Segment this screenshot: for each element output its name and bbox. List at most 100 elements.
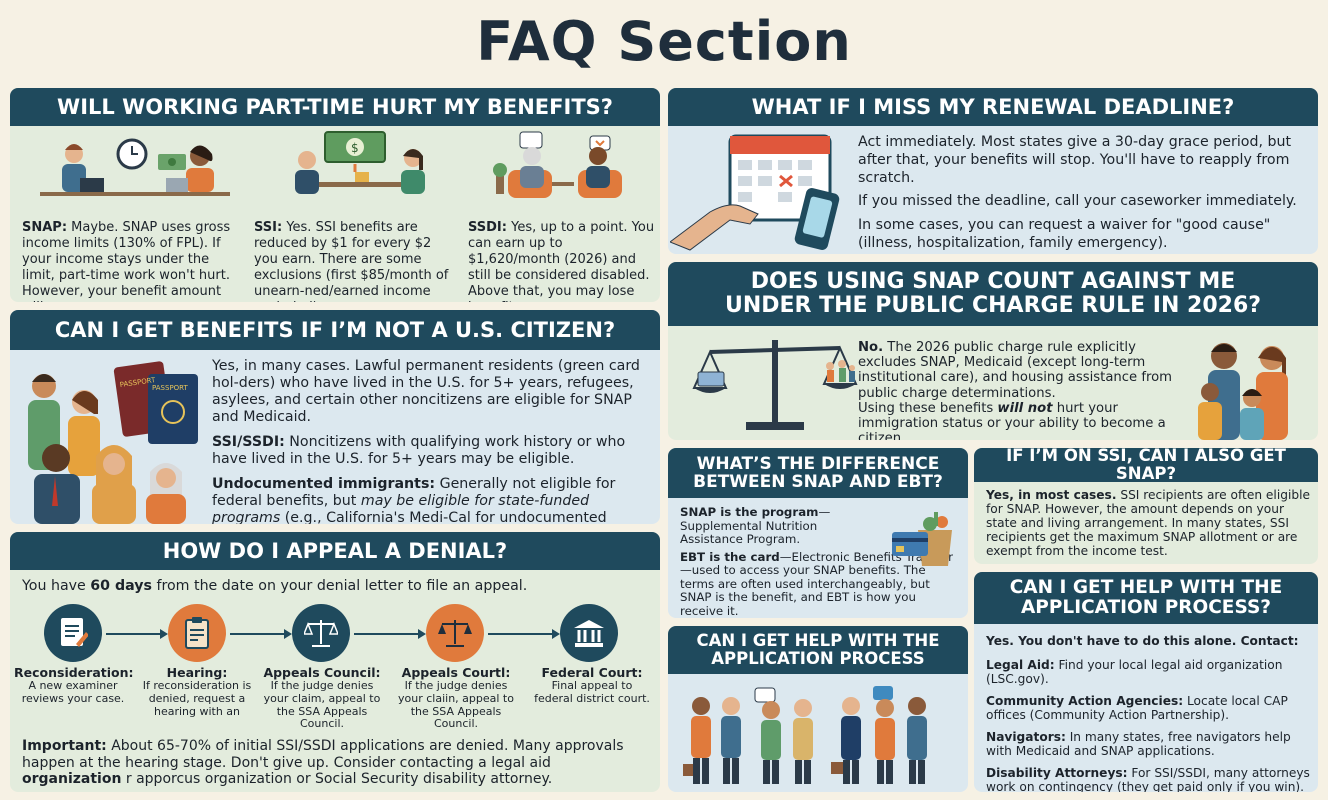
step-hearing-title: Hearing: bbox=[166, 665, 228, 680]
help-small-card: CAN I GET HELP WITH THE APPLICATION PROC… bbox=[668, 626, 968, 792]
help-item-navigators: Navigators: In many states, free navigat… bbox=[986, 730, 1312, 758]
snap-label: SNAP: bbox=[22, 220, 68, 235]
renewal-text: Act immediately. Most states give a 30-d… bbox=[858, 134, 1308, 253]
help-big-card: CAN I GET HELP WITH THE APPLICATION PROC… bbox=[974, 572, 1318, 792]
appeal-important: Important: About 65-70% of initial SSI/S… bbox=[22, 738, 642, 788]
part-time-heading: WILL WORKING PART-TIME HURT MY BENEFITS? bbox=[10, 88, 660, 126]
ebt-card-grocery-icon bbox=[892, 512, 952, 566]
renewal-p1: Act immediately. Most states give a 30-d… bbox=[858, 134, 1292, 186]
citizen-p2-label: SSI/SSDI: bbox=[212, 434, 285, 451]
snap-ebt-card: WHAT’S THE DIFFERENCE BETWEEN SNAP AND E… bbox=[668, 448, 968, 618]
scales-icon bbox=[304, 620, 338, 647]
money-table-illustration: $ bbox=[295, 131, 425, 194]
reconsideration-step-circle bbox=[44, 604, 102, 662]
citizen-p1: Yes, in many cases. Lawful permanent res… bbox=[212, 358, 640, 426]
scale-illustration bbox=[692, 340, 858, 430]
couple-talking-illustration bbox=[493, 131, 622, 198]
snap-ebt-text: SNAP is the program—Supplemental Nutriti… bbox=[680, 505, 962, 618]
svg-text:$: $ bbox=[351, 141, 359, 155]
renewal-p3: In some cases, you can request a waiver … bbox=[858, 217, 1271, 251]
public-charge-p1-label: No. bbox=[858, 340, 884, 355]
renewal-p2: If you missed the deadline, call your ca… bbox=[858, 193, 1297, 210]
ssdi-answer: SSDI: Yes, up to a point. You can earn u… bbox=[468, 220, 656, 302]
public-charge-p1-text: The 2026 public charge rule explicitly e… bbox=[858, 340, 1173, 401]
citizen-p3-label: Undocumented immigrants: bbox=[212, 476, 436, 493]
help-item-disability-attorneys-label: Disability Attorneys: bbox=[986, 766, 1128, 781]
step-federal-court-desc: Final appeal to federal district court. bbox=[534, 679, 650, 706]
family-illustration bbox=[1198, 343, 1288, 440]
help-item-legal-aid-label: Legal Aid: bbox=[986, 658, 1055, 673]
help-item-navigators-text: In many states, free navigators help wit… bbox=[986, 730, 1291, 759]
step-federal-court-title: Federal Court: bbox=[541, 665, 643, 680]
ssi-snap-card: IF I’M ON SSI, CAN I ALSO GET SNAP? Yes,… bbox=[974, 448, 1318, 564]
step-reconsideration: Reconsideration:A new examiner reviews y… bbox=[14, 665, 134, 706]
help-item-community-action-text: Locate local CAP offices (Community Acti… bbox=[986, 694, 1288, 723]
appeal-important-text-a: About 65-70% of initial SSI/SSDI applica… bbox=[22, 738, 624, 771]
step-hearing-desc: If reconsideration is denied, request a … bbox=[142, 679, 252, 718]
step-reconsideration-title: Reconsideration: bbox=[14, 665, 134, 680]
public-charge-p1: No. The 2026 public charge rule explicit… bbox=[858, 340, 1198, 401]
help-small-heading: CAN I GET HELP WITH THE APPLICATION PROC… bbox=[668, 626, 968, 674]
snap-ebt-p2: EBT is the card—Electronic Benefits Tran… bbox=[680, 549, 962, 618]
appeal-intro-deadline: 60 days bbox=[90, 578, 152, 594]
step-appeals-council: Appeals Council:If the judge denies your… bbox=[260, 665, 384, 731]
ssdi-text: Yes, up to a point. You can earn up to $… bbox=[468, 220, 655, 302]
help-item-disability-attorneys-text: For SSI/SSDI, many attorneys work on con… bbox=[986, 766, 1310, 792]
appeal-important-label: Important: bbox=[22, 738, 107, 754]
help-item-community-action: Community Action Agencies: Locate local … bbox=[986, 694, 1312, 722]
renewal-card: WHAT IF I MISS MY RENEWAL DEADLINE? Act … bbox=[668, 88, 1318, 254]
snap-ebt-p2-text: —Electronic Benefits Transfer—used to ac… bbox=[680, 549, 953, 618]
step-appeals-council-desc: If the judge denies your claim, appeal t… bbox=[263, 679, 381, 731]
renewal-heading: WHAT IF I MISS MY RENEWAL DEADLINE? bbox=[668, 88, 1318, 126]
help-item-disability-attorneys: Disability Attorneys: For SSI/SSDI, many… bbox=[986, 766, 1312, 792]
public-charge-p2: Using these benefits will not hurt your … bbox=[858, 401, 1198, 440]
appeal-heading: HOW DO I APPEAL A DENIAL? bbox=[10, 532, 660, 570]
snap-ebt-p1: SNAP is the program—Supplemental Nutriti… bbox=[680, 505, 880, 547]
help-big-list: Yes. You don't have to do this alone. Co… bbox=[986, 634, 1312, 792]
appeal-important-text-b: r apporcus organization or Social Securi… bbox=[121, 771, 553, 788]
citizen-p3-text-b: (e.g., California's Medi-Cal for undocum… bbox=[284, 510, 607, 524]
scales-icon-orange bbox=[438, 620, 472, 647]
public-charge-card: DOES USING SNAP COUNT AGAINST ME UNDER T… bbox=[668, 262, 1318, 440]
ssi-text: Yes. SSI benefits are reduced by $1 for … bbox=[254, 220, 449, 302]
help-item-legal-aid-text: Find your local legal aid organization (… bbox=[986, 658, 1283, 687]
ssi-snap-body: SSI recipients are often eligible for SN… bbox=[986, 488, 1310, 559]
snap-ebt-p1-label: SNAP is the program bbox=[680, 505, 819, 519]
appeals-court-step-circle bbox=[426, 604, 484, 662]
public-charge-p2-b: hurt your immigration status or your abi… bbox=[858, 400, 1166, 440]
people-handshake-illustration bbox=[683, 686, 927, 784]
appeal-intro: You have 60 days from the date on your d… bbox=[22, 578, 527, 595]
step-federal-court: Federal Court:Final appeal to federal di… bbox=[532, 665, 652, 706]
working-people-illustration bbox=[40, 138, 230, 196]
citizen-heading: CAN I GET BENEFITS IF I’M NOT A U.S. CIT… bbox=[10, 310, 660, 350]
help-big-heading: CAN I GET HELP WITH THE APPLICATION PROC… bbox=[974, 572, 1318, 624]
page-title: FAQ Section bbox=[476, 10, 852, 73]
public-charge-text: No. The 2026 public charge rule explicit… bbox=[858, 340, 1198, 440]
appeals-council-step-circle bbox=[292, 604, 350, 662]
citizen-p3: Undocumented immigrants: Generally not e… bbox=[212, 476, 652, 524]
step-arrows bbox=[106, 629, 560, 639]
clipboard-icon bbox=[185, 617, 209, 649]
appeal-card: HOW DO I APPEAL A DENIAL? You have 60 da… bbox=[10, 532, 660, 792]
snap-text: Maybe. SNAP uses gross income limits (13… bbox=[22, 220, 231, 302]
citizen-card: CAN I GET BENEFITS IF I’M NOT A U.S. CIT… bbox=[10, 310, 660, 524]
citizen-text: Yes, in many cases. Lawful permanent res… bbox=[212, 358, 652, 524]
public-charge-heading: DOES USING SNAP COUNT AGAINST ME UNDER T… bbox=[668, 262, 1318, 326]
ssi-answer: SSI: Yes. SSI benefits are reduced by $1… bbox=[254, 220, 459, 302]
snap-ebt-p2-label: EBT is the card bbox=[680, 549, 780, 564]
snap-ebt-p1-text: —Supplemental Nutrition Assistance Progr… bbox=[680, 505, 831, 547]
federal-court-step-circle bbox=[560, 604, 618, 662]
courthouse-icon bbox=[574, 620, 604, 647]
public-charge-p2-a: Using these benefits bbox=[858, 400, 998, 416]
step-hearing: Hearing:If reconsideration is denied, re… bbox=[138, 665, 256, 718]
snap-ebt-heading: WHAT’S THE DIFFERENCE BETWEEN SNAP AND E… bbox=[668, 448, 968, 498]
citizen-p2: SSI/SSDI: Noncitizens with qualifying wo… bbox=[212, 434, 652, 468]
step-appeals-court-title: Appeals Courtl: bbox=[401, 665, 511, 680]
calendar-phone-illustration bbox=[670, 134, 840, 251]
help-item-navigators-label: Navigators: bbox=[986, 730, 1066, 745]
passport-2-label: PASSPORT bbox=[152, 384, 189, 392]
help-big-intro: Yes. You don't have to do this alone. Co… bbox=[986, 634, 1299, 648]
public-charge-p2-em: will not bbox=[997, 400, 1053, 416]
help-item-legal-aid: Legal Aid: Find your local legal aid org… bbox=[986, 658, 1312, 686]
step-appeals-council-title: Appeals Council: bbox=[263, 665, 381, 680]
